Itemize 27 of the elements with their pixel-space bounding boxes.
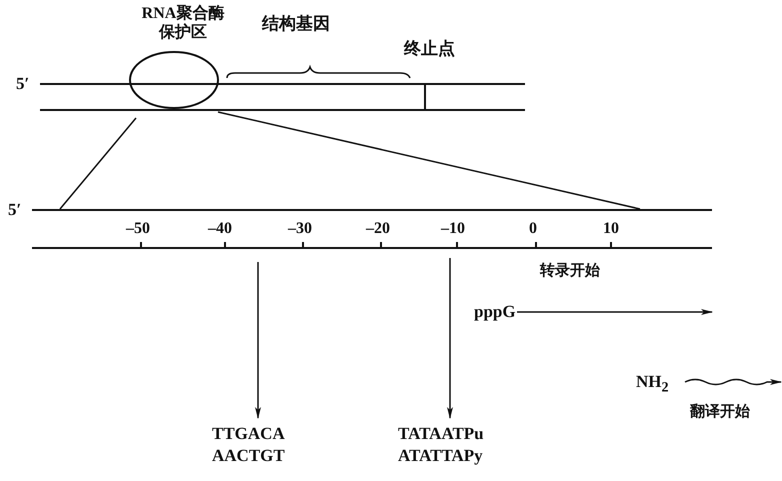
position-number: –10 [441, 221, 465, 237]
position-number: –20 [366, 221, 390, 237]
sequence-text: AACTGT [212, 445, 285, 467]
position-number: 转录开始 [540, 264, 600, 279]
position-number: –40 [208, 221, 232, 237]
arrow [517, 309, 713, 315]
caption-text: 翻译开始 [690, 402, 750, 421]
arrow [447, 258, 453, 419]
position-number: –30 [288, 221, 312, 237]
zoom-line [218, 111, 640, 210]
sequence-text: pppG [474, 300, 516, 323]
arrow [255, 262, 261, 419]
sequence-text: TATAATPu [398, 422, 484, 445]
position-number: 0 [529, 221, 537, 237]
strand-end-label: 5′ [8, 201, 22, 218]
region-label: 终止点 [404, 40, 455, 57]
position-number: 10 [603, 221, 619, 237]
sequence-text: ATATTAPy [398, 445, 483, 467]
dna-double-strand [32, 209, 712, 249]
region-label: 结构基因 [262, 15, 330, 32]
zoom-line [59, 118, 137, 210]
strand-end-label: 5′ [16, 75, 30, 92]
arrow [684, 378, 782, 386]
region-label: RNA聚合酶保护区 [140, 4, 226, 42]
sequence-text: NH$_{2}$ [636, 371, 669, 397]
sequence-text: TTGACA [212, 422, 285, 445]
position-number: –50 [126, 221, 150, 237]
